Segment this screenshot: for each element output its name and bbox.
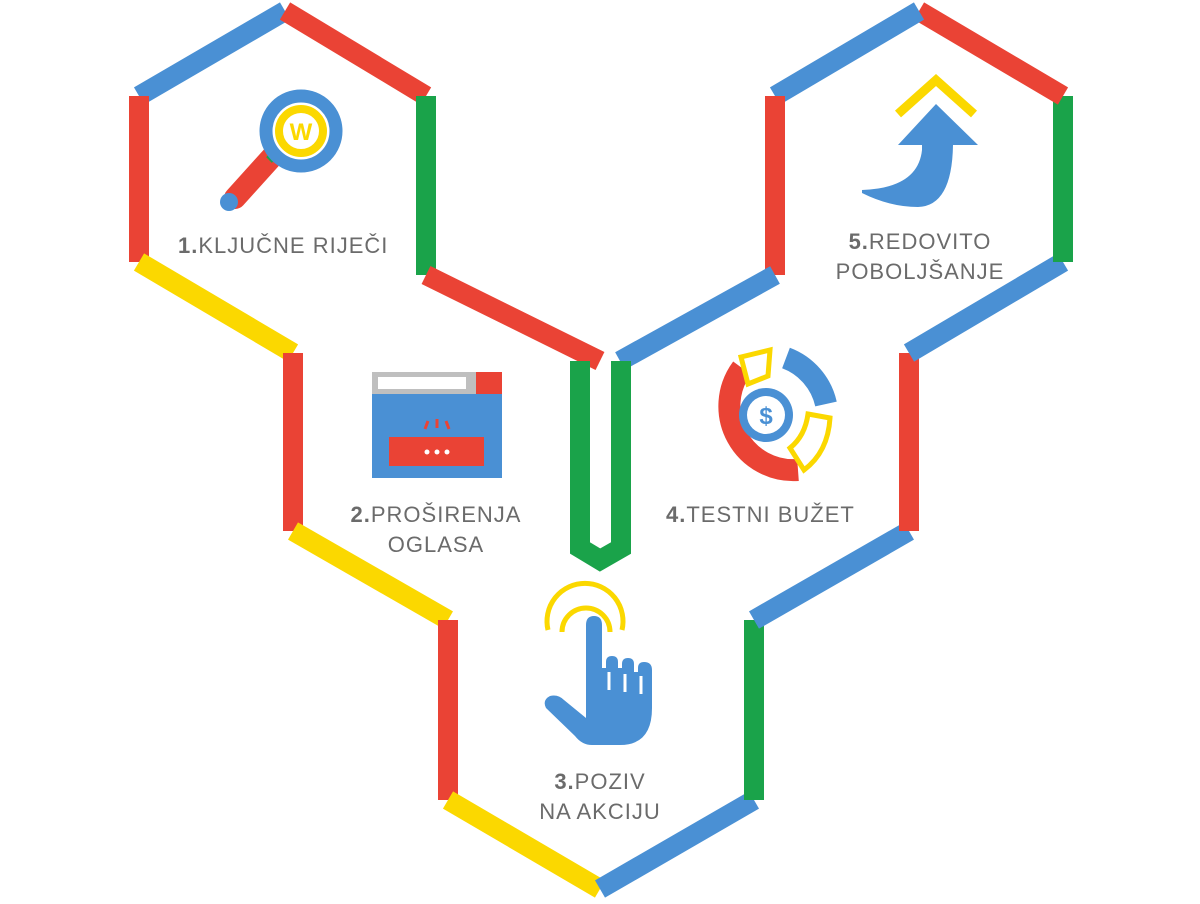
- step-5-label: 5.REDOVITO POBOLJŠANJE: [820, 227, 1020, 287]
- dollar-sign: $: [759, 403, 773, 430]
- hexagon-outline: [129, 2, 1073, 898]
- magnifier-w-icon: W: [220, 89, 343, 211]
- step-2-number: 2.: [350, 502, 371, 527]
- step-3-number: 3.: [554, 769, 575, 794]
- path-segment: [288, 522, 453, 629]
- path-segment: [749, 522, 914, 629]
- improvement-arrow-icon: [862, 73, 978, 207]
- step-1-text: KLJUČNE RIJEČI: [198, 233, 389, 258]
- center-connector: [570, 361, 631, 572]
- path-segment: [615, 266, 780, 370]
- step-5-number: 5.: [848, 229, 869, 254]
- path-segment: [769, 2, 925, 105]
- path-segment: [133, 2, 291, 105]
- step-1-label: 1.KLJUČNE RIJEČI: [178, 231, 388, 261]
- step-3-label: 3.POZIV NA AKCIJU: [510, 767, 690, 827]
- tap-hand-icon: [544, 580, 652, 745]
- step-4-label: 4.TESTNI BUŽET: [666, 500, 855, 530]
- step-4-number: 4.: [666, 502, 687, 527]
- magnifier-letter: W: [290, 119, 313, 146]
- path-segment: [133, 253, 299, 362]
- step-2-text-line2: OGLASA: [387, 532, 485, 557]
- path-segment: [279, 2, 432, 105]
- browser-ad-icon: [372, 372, 502, 478]
- step-2-label: 2.PROŠIRENJA OGLASA: [340, 500, 532, 560]
- path-segment: [903, 253, 1069, 362]
- budget-donut-icon: $: [718, 346, 837, 482]
- step-3-text-line2: NA AKCIJU: [539, 799, 661, 824]
- step-5-text-line2: POBOLJŠANJE: [835, 259, 1005, 284]
- step-4-text: TESTNI BUŽET: [686, 502, 855, 527]
- path-segment: [421, 266, 605, 370]
- path-segment: [913, 2, 1069, 105]
- path-segment: [594, 791, 760, 898]
- step-5-text-line1: REDOVITO: [868, 229, 992, 254]
- step-2-text-line1: PROŠIRENJA: [370, 502, 522, 527]
- path-segment: [442, 791, 606, 898]
- step-3-text-line1: POZIV: [574, 769, 646, 794]
- step-1-number: 1.: [178, 233, 199, 258]
